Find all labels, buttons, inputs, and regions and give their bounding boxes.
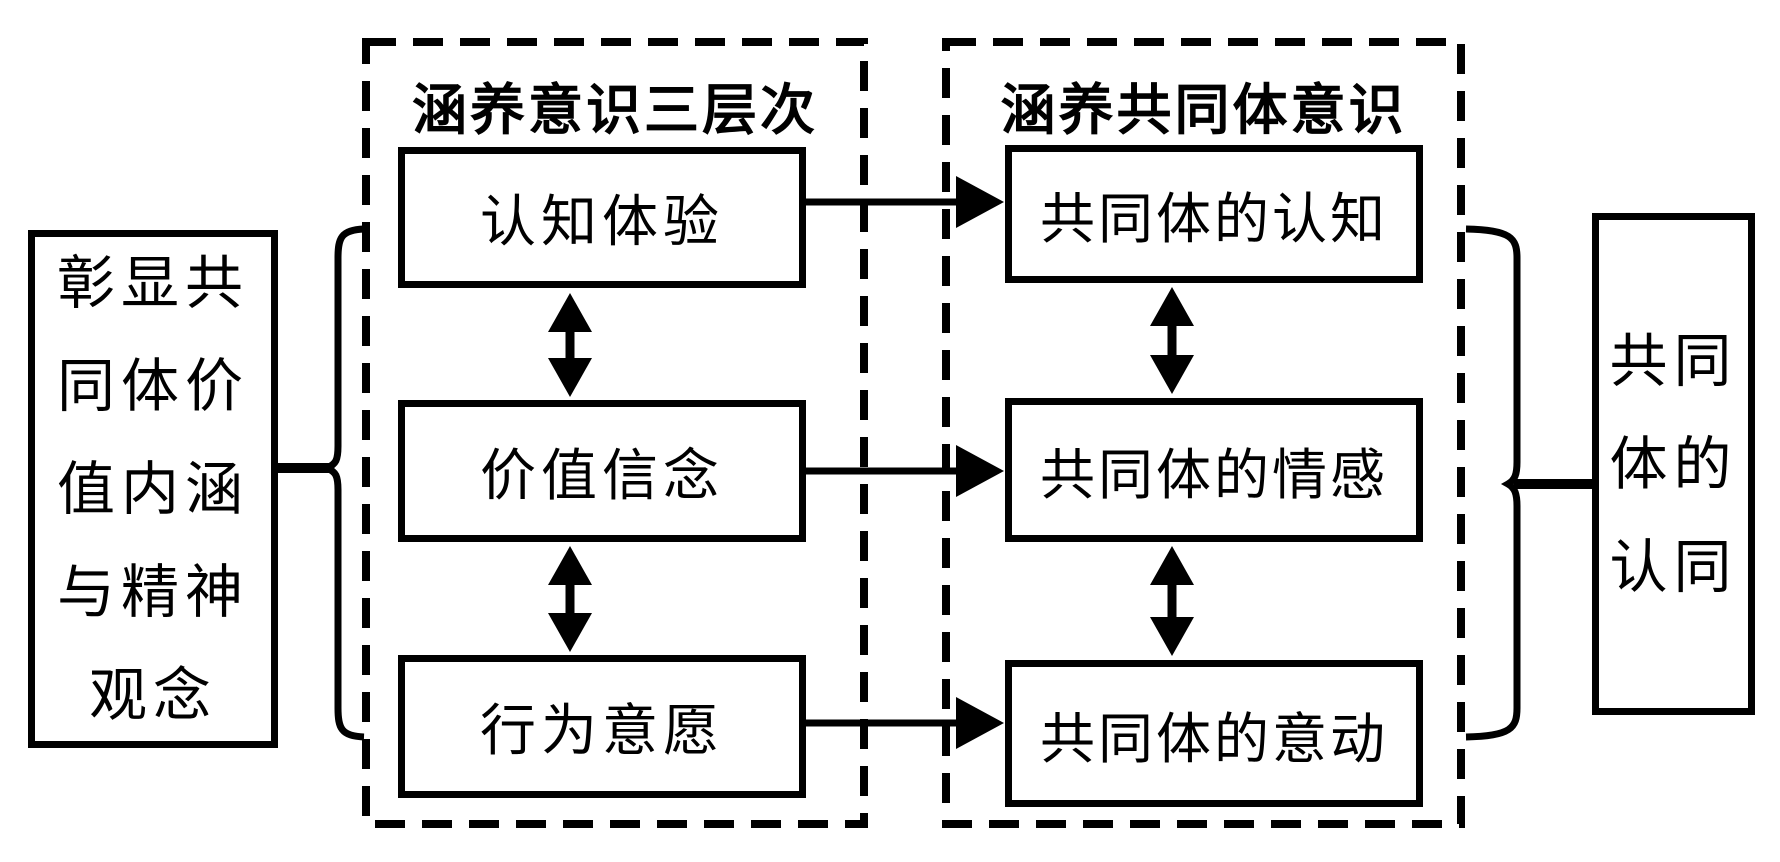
left-source-box: 彰显共 同体价 值内涵 与精神 观念	[28, 230, 278, 748]
middle-container-title: 涵养意识三层次	[411, 80, 818, 141]
box-community-conation: 共同体的意动	[1005, 660, 1423, 807]
double-arrow-middle-2-icon	[548, 546, 592, 652]
arrow-emotion-icon	[806, 445, 1004, 497]
left-source-box-line: 同体价	[56, 353, 249, 419]
right-result-box-line: 体的	[1609, 431, 1738, 497]
left-source-box-line: 观念	[88, 662, 217, 728]
left-source-box-line: 与精神	[56, 559, 249, 625]
box-community-conation-label: 共同体的意动	[1039, 708, 1388, 770]
right-result-box-line: 认同	[1609, 534, 1738, 600]
right-container-title: 涵养共同体意识	[1000, 80, 1407, 141]
box-community-emotion-label: 共同体的情感	[1039, 445, 1388, 506]
box-value-belief: 价值信念	[398, 400, 806, 542]
double-arrow-middle-1-icon	[548, 293, 592, 397]
double-arrow-right-1-icon	[1150, 287, 1194, 394]
left-source-box-line: 彰显共	[56, 250, 249, 316]
right-dashed-container-border	[942, 38, 1465, 828]
box-community-cognition-label: 共同体的认知	[1039, 189, 1388, 250]
box-value-belief-label: 价值信念	[480, 445, 724, 508]
arrow-cognition-icon	[806, 176, 1004, 228]
box-community-cognition: 共同体的认知	[1005, 145, 1423, 283]
box-cognitive-experience: 认知体验	[398, 147, 806, 288]
right-brace	[1465, 225, 1594, 741]
right-result-box: 共同 体的 认同	[1592, 213, 1755, 715]
box-behavior-willingness-label: 行为意愿	[480, 701, 724, 763]
double-arrow-right-2-icon	[1150, 546, 1194, 656]
box-cognitive-experience-label: 认知体验	[480, 192, 724, 254]
arrow-conation-icon	[806, 697, 1004, 749]
box-behavior-willingness: 行为意愿	[398, 655, 806, 798]
middle-dashed-container-border	[362, 38, 868, 828]
right-result-box-line: 共同	[1609, 328, 1738, 394]
left-brace	[276, 225, 365, 741]
left-source-box-line: 值内涵	[56, 456, 249, 522]
box-community-emotion: 共同体的情感	[1005, 398, 1423, 542]
